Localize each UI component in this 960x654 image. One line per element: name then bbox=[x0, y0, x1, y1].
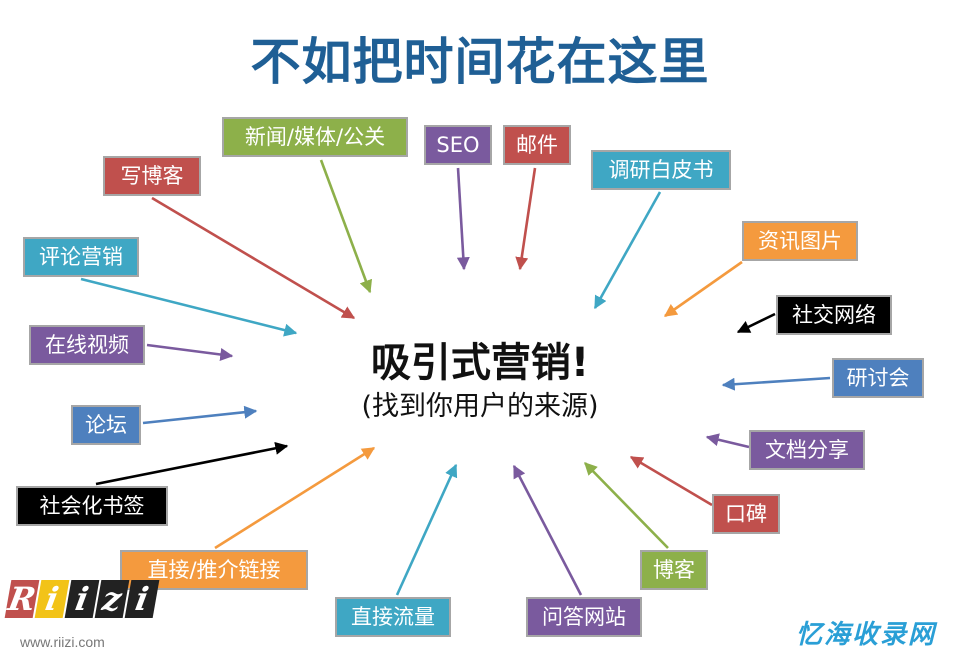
arrow-seo bbox=[456, 167, 470, 271]
arrow-word-of-mouth bbox=[629, 455, 713, 507]
center-sub-text: (找到你用户的来源) bbox=[361, 391, 599, 422]
node-qa-sites: 问答网站 bbox=[526, 597, 642, 637]
node-label: 资讯图片 bbox=[758, 228, 842, 253]
node-label: 评论营销 bbox=[39, 244, 123, 269]
logo-letter-tile: i bbox=[64, 580, 100, 618]
node-label: SEO bbox=[436, 132, 480, 157]
node-info-images: 资讯图片 bbox=[742, 221, 858, 261]
node-blog-writing: 写博客 bbox=[103, 156, 201, 196]
arrow-direct-traffic bbox=[395, 463, 458, 596]
node-seminar: 研讨会 bbox=[832, 358, 924, 398]
node-doc-sharing: 文档分享 bbox=[749, 430, 865, 470]
node-label: 研讨会 bbox=[846, 365, 910, 390]
node-social-bookmark: 社会化书签 bbox=[16, 486, 168, 526]
node-direct-traffic: 直接流量 bbox=[335, 597, 451, 637]
arrow-white-paper bbox=[593, 191, 662, 310]
arrow-comment-marketing bbox=[80, 277, 298, 337]
node-label: 直接/推介链接 bbox=[147, 557, 281, 582]
node-label: 问答网站 bbox=[542, 604, 626, 629]
arrow-seminar bbox=[721, 376, 831, 391]
node-label: 邮件 bbox=[516, 132, 558, 157]
arrow-qa-sites bbox=[512, 464, 583, 596]
watermark: 忆海收录网 bbox=[795, 620, 936, 650]
arrow-email bbox=[515, 167, 537, 271]
node-forum: 论坛 bbox=[71, 405, 141, 445]
arrow-social-bookmark bbox=[95, 441, 289, 486]
arrow-forum bbox=[142, 405, 258, 425]
node-label: 文档分享 bbox=[765, 437, 849, 462]
node-label: 社会化书签 bbox=[39, 493, 145, 518]
arrow-social-network bbox=[736, 312, 776, 334]
diagram-title: 不如把时间花在这里 bbox=[250, 33, 710, 91]
node-comment-marketing: 评论营销 bbox=[23, 237, 139, 277]
logo-letter-tile: z bbox=[94, 580, 130, 618]
node-label: 在线视频 bbox=[45, 332, 129, 357]
node-social-network: 社交网络 bbox=[776, 295, 892, 335]
logo-letter-tile: i bbox=[124, 580, 160, 618]
arrow-doc-sharing bbox=[705, 433, 750, 449]
node-label: 论坛 bbox=[85, 412, 127, 437]
node-label: 博客 bbox=[653, 557, 695, 582]
node-label: 社交网络 bbox=[792, 302, 876, 327]
logo-url: www.riizi.com bbox=[20, 634, 105, 650]
arrow-blog-writing bbox=[151, 196, 356, 320]
node-seo: SEO bbox=[424, 125, 492, 165]
node-label: 写博客 bbox=[120, 163, 184, 188]
arrow-direct-referral-link bbox=[214, 446, 376, 550]
node-label: 调研白皮书 bbox=[608, 157, 714, 182]
logo-letter-tile: i bbox=[34, 580, 70, 618]
node-label: 口碑 bbox=[725, 501, 767, 526]
node-label: 直接流量 bbox=[351, 604, 435, 629]
node-blog: 博客 bbox=[640, 550, 708, 590]
node-label: 新闻/媒体/公关 bbox=[244, 124, 386, 149]
center-main-text: 吸引式营销! bbox=[370, 340, 590, 386]
arrow-news-media-pr bbox=[319, 159, 373, 294]
node-online-video: 在线视频 bbox=[29, 325, 145, 365]
arrow-blog bbox=[584, 462, 669, 549]
node-email: 邮件 bbox=[503, 125, 571, 165]
arrow-online-video bbox=[146, 343, 234, 361]
node-word-of-mouth: 口碑 bbox=[712, 494, 780, 534]
node-white-paper: 调研白皮书 bbox=[591, 150, 731, 190]
arrow-info-images bbox=[663, 260, 743, 318]
node-news-media-pr: 新闻/媒体/公关 bbox=[222, 117, 408, 157]
logo-letter-tile: R bbox=[4, 580, 40, 618]
